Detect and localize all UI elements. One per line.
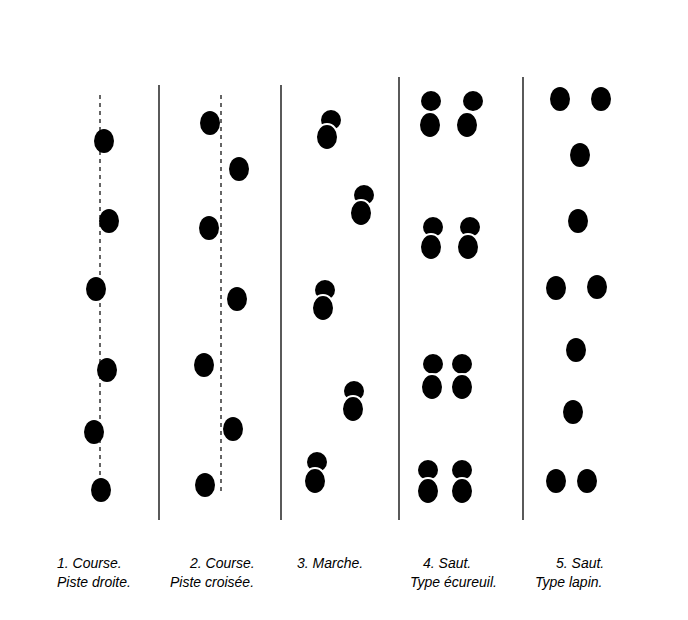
footprint	[94, 129, 114, 153]
footprint	[568, 209, 588, 233]
footprint-pair	[457, 217, 480, 260]
forefoot-print	[423, 354, 443, 374]
footprint	[84, 420, 104, 444]
footprint-pair	[421, 354, 443, 400]
footprint	[546, 276, 566, 300]
caption-text: 4. Saut.	[423, 555, 471, 571]
footprint	[591, 87, 611, 111]
hindfoot-print	[457, 234, 479, 260]
caption-text: 1. Course.	[57, 555, 122, 571]
footprint-pair	[419, 91, 441, 138]
footprint	[229, 157, 249, 181]
footprint	[546, 469, 566, 493]
hindfoot-print	[451, 374, 473, 400]
forefoot-print	[421, 91, 441, 111]
hindfoot-print	[421, 374, 443, 400]
footprint-pair	[456, 91, 483, 138]
footprint	[200, 111, 220, 135]
hindfoot-print	[342, 396, 364, 422]
column-divider	[158, 85, 159, 520]
footprint-pair	[342, 381, 364, 422]
hindfoot-print	[420, 234, 442, 260]
footprint	[97, 358, 117, 382]
footprint-pair	[312, 280, 335, 321]
caption-text: 3. Marche.	[297, 555, 363, 571]
hindfoot-print	[312, 295, 334, 321]
footprint-pair	[304, 452, 327, 494]
hindfoot-print	[316, 124, 338, 150]
footprint	[587, 275, 607, 299]
footprint	[566, 338, 586, 362]
caption-text: Type écureuil.	[410, 574, 497, 590]
footprint	[99, 209, 119, 233]
hindfoot-print	[304, 468, 326, 494]
caption-text: Type lapin.	[535, 574, 602, 590]
footprint	[227, 287, 247, 311]
footprint	[195, 473, 215, 497]
footprint-pair	[451, 354, 473, 400]
caption-text: 2. Course.	[190, 555, 255, 571]
footprint	[570, 143, 590, 167]
hindfoot-print	[350, 200, 372, 226]
caption-text: 5. Saut.	[556, 555, 604, 571]
footprint-pair	[451, 460, 473, 504]
forefoot-print	[452, 354, 472, 374]
footprint	[563, 400, 583, 424]
footprint	[194, 353, 214, 377]
hindfoot-print	[417, 478, 439, 504]
column-divider	[522, 77, 523, 520]
caption-text: Piste droite.	[57, 574, 131, 590]
footprint	[223, 417, 243, 441]
column-divider	[280, 85, 281, 520]
hindfoot-print	[419, 112, 441, 138]
footprint	[199, 216, 219, 240]
forefoot-print	[463, 91, 483, 111]
footprint	[577, 469, 597, 493]
caption-text: Piste croisée.	[170, 574, 254, 590]
footprint-pair	[420, 217, 443, 260]
footprint	[86, 277, 106, 301]
footprint-pair	[417, 460, 439, 504]
footprint-pair	[316, 110, 341, 150]
column-divider	[398, 77, 399, 520]
footprint-pair	[350, 185, 374, 226]
footprint	[91, 478, 111, 502]
hindfoot-print	[451, 478, 473, 504]
footprint	[550, 87, 570, 111]
track-axis	[220, 95, 221, 492]
hindfoot-print	[456, 112, 478, 138]
